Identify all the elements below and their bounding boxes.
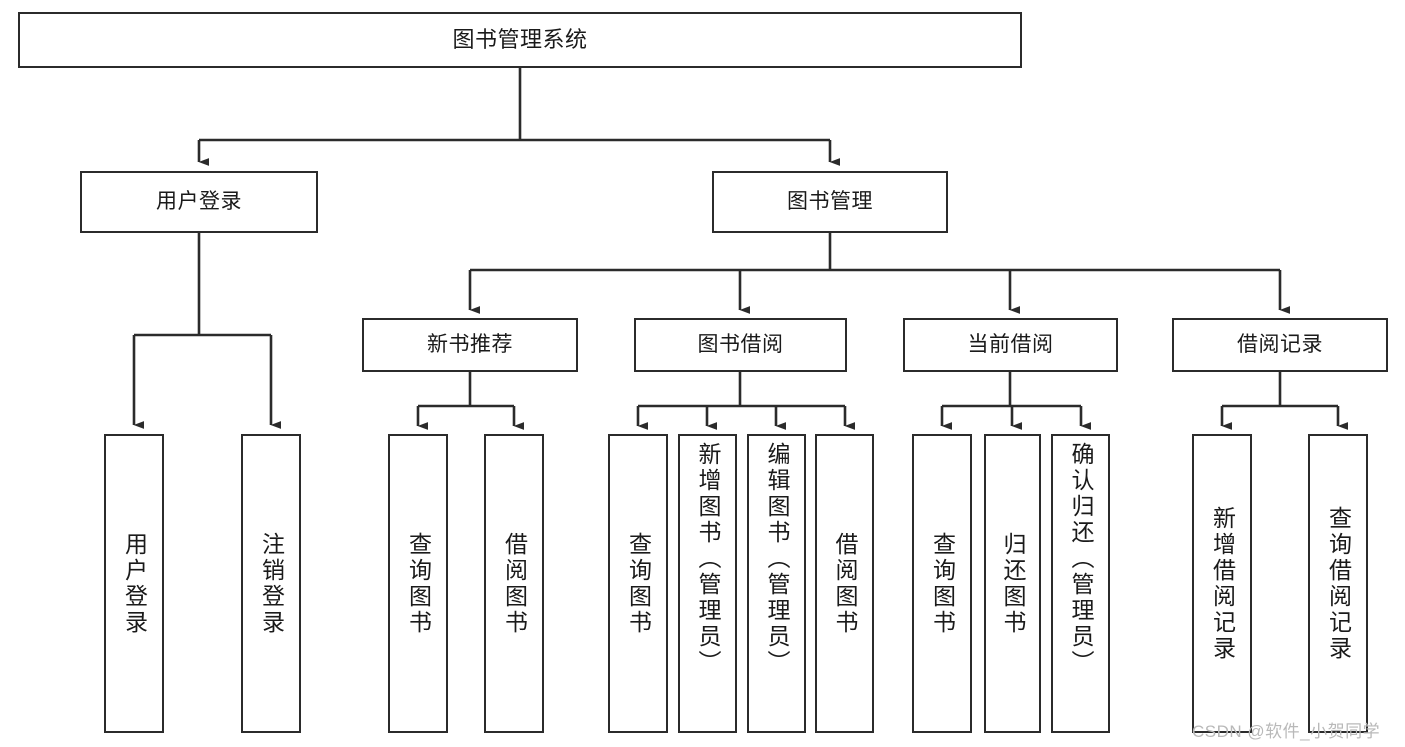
node-leaf-borrow-book-2-label: 借阅图书: [832, 531, 858, 636]
node-book-borrow[interactable]: 图书借阅: [634, 318, 847, 372]
node-leaf-user-login-label: 用户登录: [121, 531, 148, 636]
node-leaf-confirm-return-label: 确认归还（管理员）: [1068, 442, 1094, 676]
node-leaf-query-book-1[interactable]: 查询图书: [388, 434, 448, 733]
node-leaf-query-book-2[interactable]: 查询图书: [608, 434, 668, 733]
node-new-book-rec-label: 新书推荐: [427, 332, 513, 356]
node-borrow-record[interactable]: 借阅记录: [1172, 318, 1388, 372]
node-user-login-label: 用户登录: [156, 189, 242, 213]
node-borrow-record-label: 借阅记录: [1237, 332, 1323, 356]
edge-current-borrow-to-leaves: [940, 372, 1092, 430]
node-leaf-query-book-2-label: 查询图书: [625, 531, 652, 636]
node-current-borrow-label: 当前借阅: [967, 332, 1054, 356]
edge-book-borrow-to-leaves: [636, 372, 856, 430]
node-leaf-logout-label: 注销登录: [258, 531, 285, 636]
node-leaf-return-book-label: 归还图书: [1000, 531, 1026, 636]
node-leaf-confirm-return[interactable]: 确认归还（管理员）: [1051, 434, 1110, 733]
node-leaf-query-book-3[interactable]: 查询图书: [912, 434, 972, 733]
node-leaf-borrow-book-2[interactable]: 借阅图书: [815, 434, 874, 733]
node-book-manage[interactable]: 图书管理: [712, 171, 948, 233]
node-leaf-return-book[interactable]: 归还图书: [984, 434, 1041, 733]
edge-book-manage-to-level3: [468, 233, 1291, 314]
node-leaf-borrow-book-1-label: 借阅图书: [501, 531, 528, 636]
node-leaf-query-record-label: 查询借阅记录: [1325, 505, 1352, 662]
edge-new-book-rec-to-leaves: [416, 372, 525, 430]
node-leaf-query-book-3-label: 查询图书: [929, 531, 956, 636]
node-book-manage-label: 图书管理: [787, 189, 873, 213]
node-leaf-add-record[interactable]: 新增借阅记录: [1192, 434, 1252, 733]
node-new-book-rec[interactable]: 新书推荐: [362, 318, 578, 372]
node-leaf-logout[interactable]: 注销登录: [241, 434, 301, 733]
node-root-label: 图书管理系统: [452, 27, 588, 53]
node-book-borrow-label: 图书借阅: [697, 332, 784, 356]
node-leaf-edit-book-label: 编辑图书（管理员）: [764, 442, 790, 676]
csdn-watermark: CSDN @软件_小贺同学: [1192, 722, 1381, 741]
node-root[interactable]: 图书管理系统: [18, 12, 1022, 68]
node-leaf-add-book-label: 新增图书（管理员）: [695, 442, 721, 676]
node-leaf-borrow-book-1[interactable]: 借阅图书: [484, 434, 544, 733]
edge-borrow-record-to-leaves: [1220, 372, 1349, 430]
node-leaf-query-record[interactable]: 查询借阅记录: [1308, 434, 1368, 733]
node-leaf-add-book[interactable]: 新增图书（管理员）: [678, 434, 737, 733]
node-leaf-query-book-1-label: 查询图书: [405, 531, 432, 636]
node-leaf-add-record-label: 新增借阅记录: [1209, 505, 1236, 662]
node-user-login[interactable]: 用户登录: [80, 171, 318, 233]
node-leaf-edit-book[interactable]: 编辑图书（管理员）: [747, 434, 806, 733]
edge-user-login-to-leaves: [132, 233, 282, 429]
node-current-borrow[interactable]: 当前借阅: [903, 318, 1118, 372]
edge-root-to-level2: [197, 68, 841, 166]
node-leaf-user-login[interactable]: 用户登录: [104, 434, 164, 733]
